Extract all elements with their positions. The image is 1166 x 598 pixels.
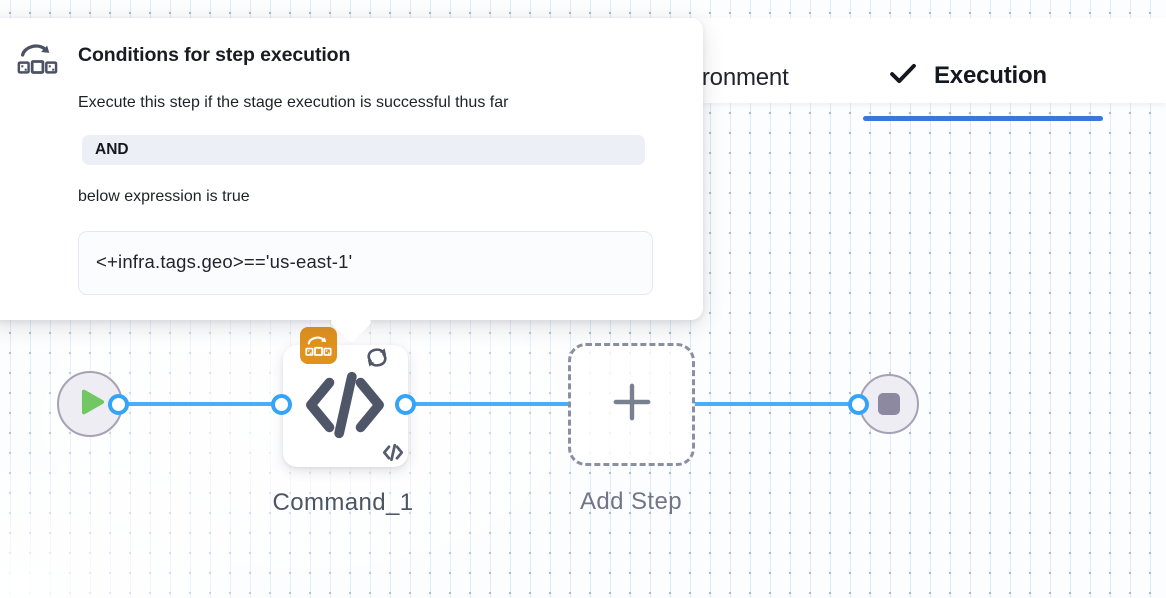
expression-value: <+infra.tags.geo>=='us-east-1' <box>78 231 653 295</box>
port-command-in <box>270 393 292 415</box>
popover-title: Conditions for step execution <box>78 44 351 66</box>
operator-badge: AND <box>82 135 645 165</box>
edge-addstep-to-end <box>694 402 858 406</box>
tab-execution[interactable]: Execution <box>889 62 1047 90</box>
check-icon <box>889 62 917 90</box>
plus-icon <box>611 381 653 428</box>
pipeline-end-node <box>859 374 919 434</box>
port-start-out <box>107 393 129 415</box>
edge-command-to-addstep <box>405 402 569 406</box>
conditional-execution-badge-icon[interactable] <box>300 327 337 364</box>
code-icon <box>304 368 386 442</box>
step-label-command: Command_1 <box>272 489 414 516</box>
popover-description: Execute this step if the stage execution… <box>78 94 509 111</box>
looping-strategy-icon[interactable] <box>363 344 391 371</box>
stop-icon <box>878 393 900 415</box>
port-end-in <box>847 393 869 415</box>
conditions-popover: Conditions for step execution Execute th… <box>0 18 703 344</box>
expression-caption: below expression is true <box>78 188 250 205</box>
add-step-label: Add Step <box>580 488 682 515</box>
edge-start-to-command <box>118 402 282 406</box>
port-command-out <box>394 393 416 415</box>
play-icon <box>81 389 105 420</box>
add-step-button[interactable] <box>568 343 695 466</box>
tab-execution-label: Execution <box>934 62 1047 89</box>
active-tab-indicator <box>863 116 1103 121</box>
code-small-icon <box>382 443 404 462</box>
conditional-execution-icon <box>17 41 58 75</box>
